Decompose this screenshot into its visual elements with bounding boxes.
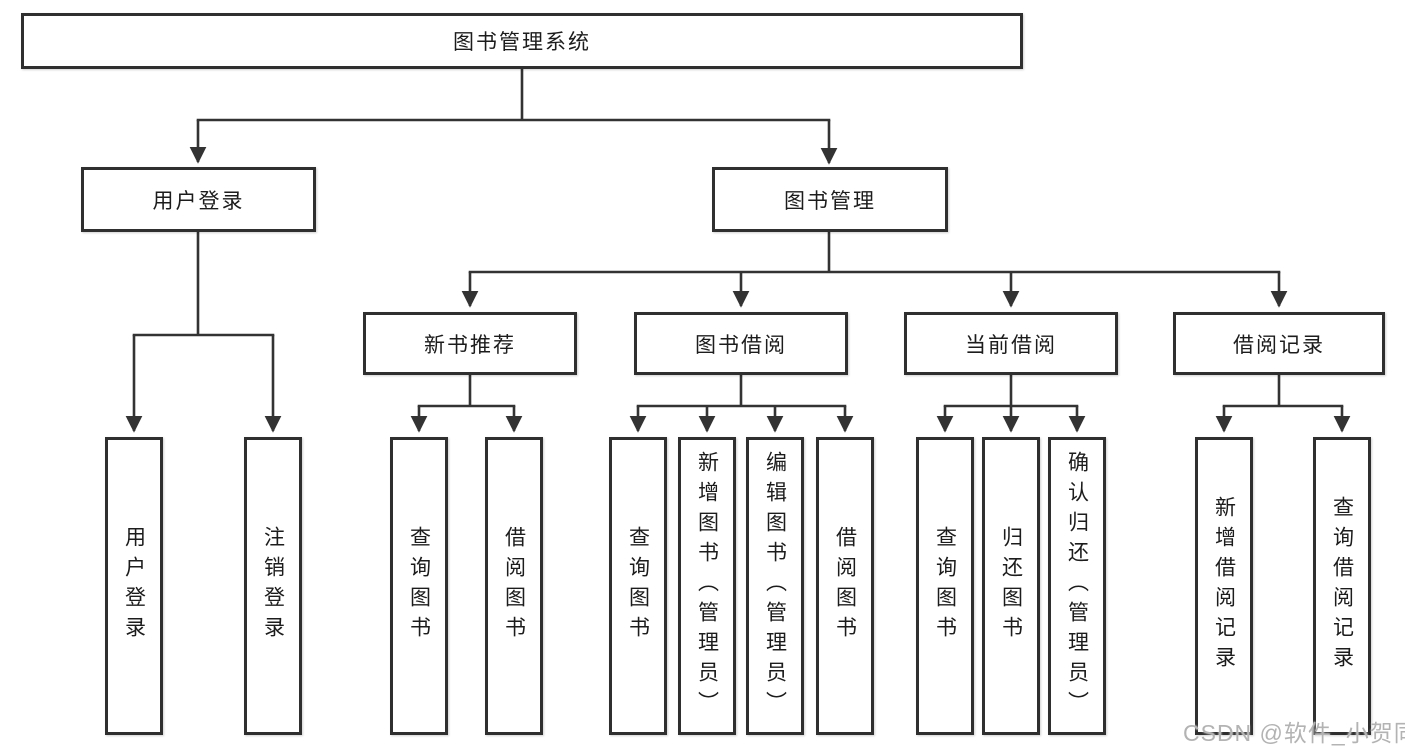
leaf-current-query-books-label: 查询图书 (933, 526, 957, 646)
leaf-borrowing-add-books-admin: 新增图书（管理员） (678, 437, 736, 735)
node-book-management: 图书管理 (712, 167, 948, 232)
leaf-current-query-books: 查询图书 (916, 437, 974, 735)
leaf-borrowing-add-books-admin-label: 新增图书（管理员） (695, 451, 719, 721)
leaf-logout-label: 注销登录 (261, 526, 285, 646)
leaf-current-return-books-label: 归还图书 (999, 526, 1023, 646)
connector-arrows (125, 120, 1351, 433)
leaf-logout: 注销登录 (244, 437, 302, 735)
leaf-borrowing-edit-books-admin: 编辑图书（管理员） (746, 437, 804, 735)
root-node: 图书管理系统 (21, 13, 1023, 69)
leaf-recommend-borrow-books-label: 借阅图书 (502, 526, 526, 646)
leaf-borrowing-borrow-books: 借阅图书 (816, 437, 874, 735)
watermark: CSDN @软件_小贺同学 (1183, 720, 1405, 746)
leaf-records-add-record: 新增借阅记录 (1195, 437, 1253, 735)
leaf-current-confirm-return-admin: 确认归还（管理员） (1048, 437, 1106, 735)
node-borrow-records-label: 借阅记录 (1233, 333, 1325, 357)
node-borrow-records: 借阅记录 (1173, 312, 1385, 375)
leaf-records-query-record: 查询借阅记录 (1313, 437, 1371, 735)
leaf-borrowing-query-books-label: 查询图书 (626, 526, 650, 646)
node-book-borrowing: 图书借阅 (634, 312, 848, 375)
root-node-label: 图书管理系统 (453, 31, 591, 54)
node-book-management-label: 图书管理 (784, 189, 876, 213)
node-current-borrowing: 当前借阅 (904, 312, 1118, 375)
node-new-book-recommend-label: 新书推荐 (424, 333, 516, 357)
leaf-borrowing-edit-books-admin-label: 编辑图书（管理员） (763, 451, 787, 721)
leaf-borrowing-borrow-books-label: 借阅图书 (833, 526, 857, 646)
leaf-borrowing-query-books: 查询图书 (609, 437, 667, 735)
node-user-login-label: 用户登录 (152, 189, 245, 213)
leaf-user-login: 用户登录 (105, 437, 163, 735)
leaf-records-add-record-label: 新增借阅记录 (1212, 496, 1236, 676)
leaf-user-login-label: 用户登录 (122, 526, 146, 646)
leaf-recommend-query-books-label: 查询图书 (407, 526, 431, 646)
leaf-current-return-books: 归还图书 (982, 437, 1040, 735)
node-book-borrowing-label: 图书借阅 (695, 333, 787, 357)
node-new-book-recommend: 新书推荐 (363, 312, 577, 375)
connector-skeleton (132, 67, 1344, 408)
leaf-recommend-borrow-books: 借阅图书 (485, 437, 543, 735)
leaf-records-query-record-label: 查询借阅记录 (1330, 496, 1354, 676)
leaf-recommend-query-books: 查询图书 (390, 437, 448, 735)
leaf-current-confirm-return-admin-label: 确认归还（管理员） (1065, 451, 1089, 721)
node-user-login: 用户登录 (81, 167, 316, 232)
node-current-borrowing-label: 当前借阅 (965, 333, 1057, 357)
